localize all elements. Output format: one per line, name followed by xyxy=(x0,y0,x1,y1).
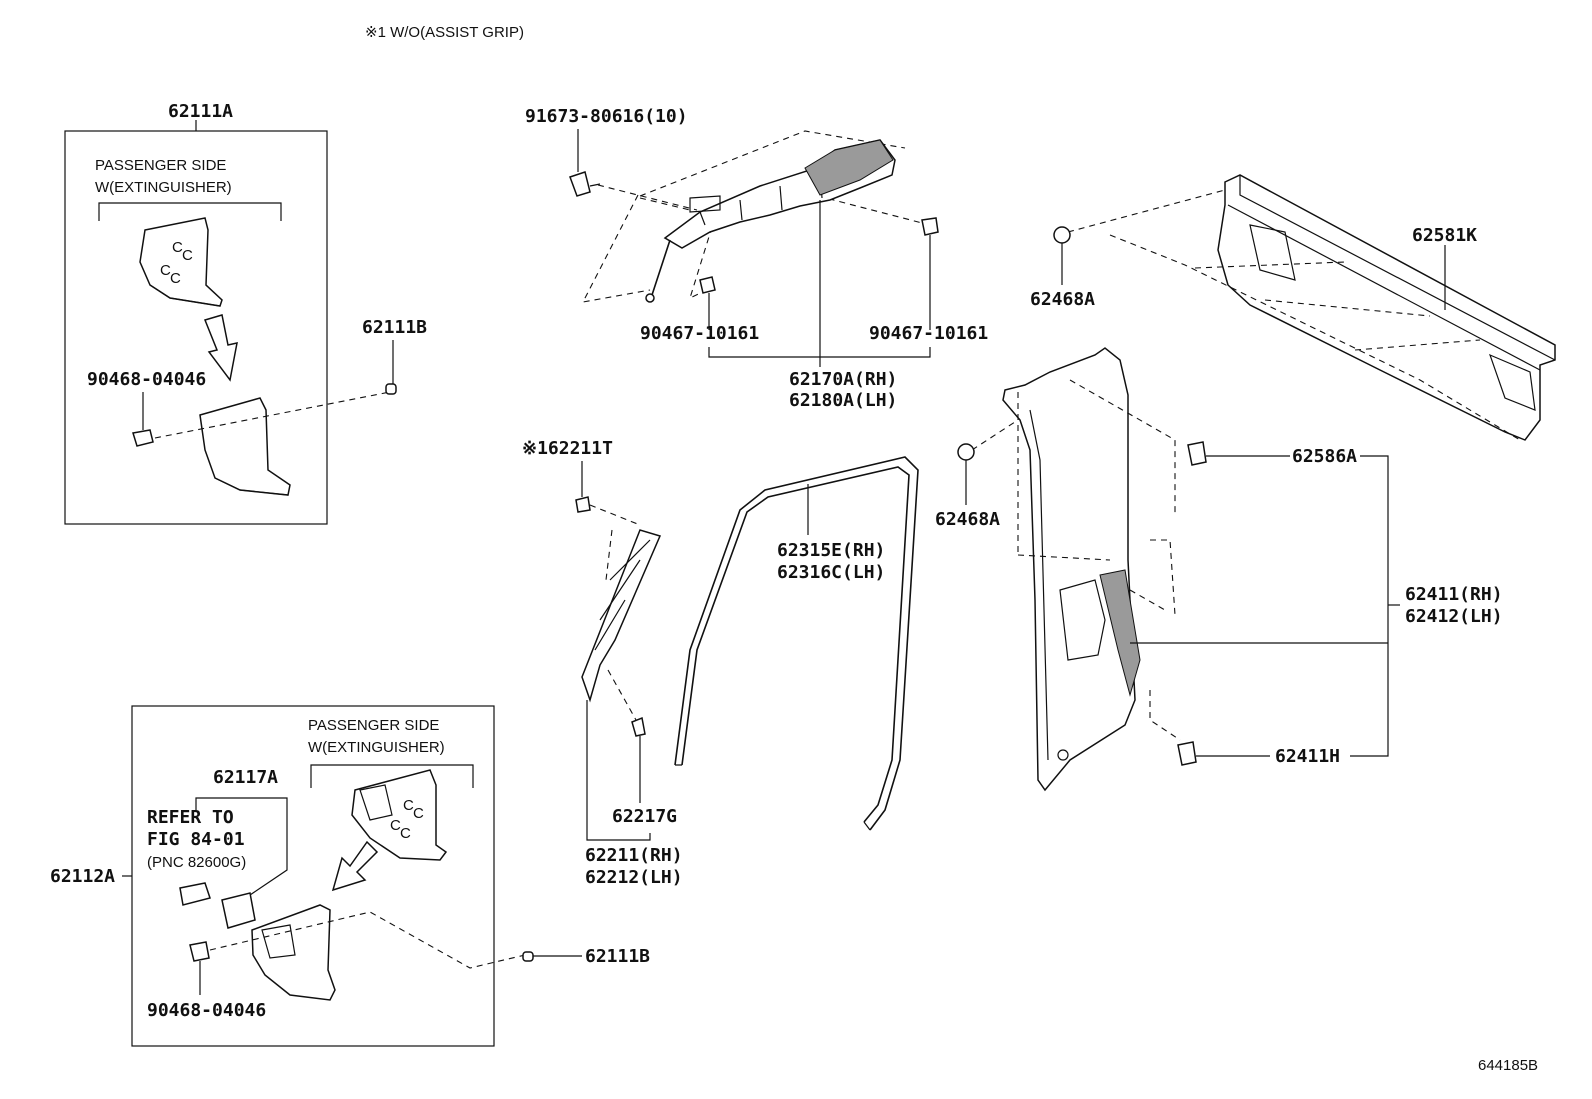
clip-90468-bottom[interactable] xyxy=(189,941,210,962)
cover-62117A[interactable] xyxy=(221,892,256,929)
group-62111B-bottom: 62111B xyxy=(522,946,650,967)
label-62180A[interactable]: 62180A(LH) xyxy=(789,390,897,411)
label-62586A[interactable]: 62586A xyxy=(1292,446,1357,467)
back-panel[interactable] xyxy=(1217,174,1556,441)
a-pillar-garnish[interactable] xyxy=(581,529,662,703)
label-90468-bottom[interactable]: 90468-04046 xyxy=(147,1000,266,1021)
label-62411[interactable]: 62411(RH) xyxy=(1405,584,1503,605)
svg-text:C: C xyxy=(390,817,401,834)
clip-62217G[interactable] xyxy=(631,716,646,737)
label-62211[interactable]: 62211(RH) xyxy=(585,845,683,866)
label-90468-top[interactable]: 90468-04046 xyxy=(87,369,206,390)
cover-82600G[interactable] xyxy=(179,882,211,906)
svg-text:C: C xyxy=(182,247,193,264)
label-62212[interactable]: 62212(LH) xyxy=(585,867,683,888)
clip-90467-right[interactable] xyxy=(921,217,939,236)
clip-62111B-top[interactable] xyxy=(385,383,397,395)
note-wo-assist-grip: ※1 W/O(ASSIST GRIP) xyxy=(365,24,524,41)
label-62581K[interactable]: 62581K xyxy=(1412,225,1477,246)
diag-arrow xyxy=(331,840,379,892)
clip-62468A-mid[interactable] xyxy=(957,443,975,461)
quarter-trim-panel[interactable] xyxy=(1002,347,1136,792)
svg-text:C: C xyxy=(170,270,181,287)
svg-text:C: C xyxy=(413,805,424,822)
clip-62411H[interactable] xyxy=(1177,741,1197,766)
figure-id: 644185B xyxy=(1478,1057,1538,1074)
label-62217G[interactable]: 62217G xyxy=(612,806,677,827)
label-passenger-side-1: PASSENGER SIDE xyxy=(95,157,226,174)
label-extinguisher-2: W(EXTINGUISHER) xyxy=(308,739,445,756)
screw-62211T[interactable] xyxy=(575,496,591,513)
group-62411: 62468A 62586A 62411H 62411(RH) 62412(LH) xyxy=(935,347,1503,792)
label-refer-to: REFER TO xyxy=(147,807,234,828)
group-62211: ※162211T 62217G 62211(RH) 62212(LH) xyxy=(522,438,683,888)
label-91673[interactable]: 91673-80616(10) xyxy=(525,106,688,127)
label-62468A-top[interactable]: 62468A xyxy=(1030,289,1095,310)
bolt-91673[interactable] xyxy=(569,171,591,197)
clip-62586A[interactable] xyxy=(1187,441,1207,466)
label-62112A[interactable]: 62112A xyxy=(50,866,115,887)
clip-62111B-bottom[interactable] xyxy=(522,951,534,962)
label-62211T[interactable]: ※162211T xyxy=(522,438,613,459)
label-90467-right[interactable]: 90467-10161 xyxy=(869,323,988,344)
svg-text:C: C xyxy=(160,262,171,279)
kick-panel-lower[interactable] xyxy=(199,397,291,496)
label-62316C[interactable]: 62316C(LH) xyxy=(777,562,885,583)
svg-text:C: C xyxy=(400,825,411,842)
kick-panel-upper-2[interactable] xyxy=(351,769,448,861)
label-62111A[interactable]: 62111A xyxy=(168,101,233,122)
label-62170A[interactable]: 62170A(RH) xyxy=(789,369,897,390)
group-62315E: 62315E(RH) 62316C(LH) xyxy=(674,456,919,831)
label-62315E[interactable]: 62315E(RH) xyxy=(777,540,885,561)
clip-90468-top[interactable] xyxy=(132,429,154,447)
label-62411H[interactable]: 62411H xyxy=(1275,746,1340,767)
bracket-extinguisher-2 xyxy=(310,764,474,788)
label-62412[interactable]: 62412(LH) xyxy=(1405,606,1503,627)
label-passenger-side-2: PASSENGER SIDE xyxy=(308,717,439,734)
label-62117A[interactable]: 62117A xyxy=(213,767,278,788)
group-62170A: 91673-80616(10) 90467-10161 90467-10161 … xyxy=(525,106,988,411)
label-62111B-bottom[interactable]: 62111B xyxy=(585,946,650,967)
kick-panel-lower-2[interactable] xyxy=(251,904,336,1001)
clip-90467-left[interactable] xyxy=(699,276,716,294)
label-90467-left[interactable]: 90467-10161 xyxy=(640,323,759,344)
label-62111B-top[interactable]: 62111B xyxy=(362,317,427,338)
label-62468A-mid[interactable]: 62468A xyxy=(935,509,1000,530)
group-62112A: PASSENGER SIDE W(EXTINGUISHER) 62117A RE… xyxy=(50,705,526,1047)
bracket-extinguisher-1 xyxy=(98,202,282,221)
clip-62468A-top[interactable] xyxy=(1053,226,1071,244)
group-62581K: 62468A 62581K xyxy=(1030,174,1556,441)
label-extinguisher-1: W(EXTINGUISHER) xyxy=(95,179,232,196)
label-fig-ref: FIG 84-01 xyxy=(147,829,245,850)
group-62111B-top: 62111B xyxy=(362,317,427,395)
down-arrow xyxy=(203,314,238,382)
label-pnc-ref: (PNC 82600G) xyxy=(147,854,246,871)
svg-text:C: C xyxy=(172,239,183,256)
svg-text:C: C xyxy=(403,797,414,814)
weatherstrip[interactable] xyxy=(674,456,919,831)
kick-panel-upper[interactable] xyxy=(139,217,223,307)
